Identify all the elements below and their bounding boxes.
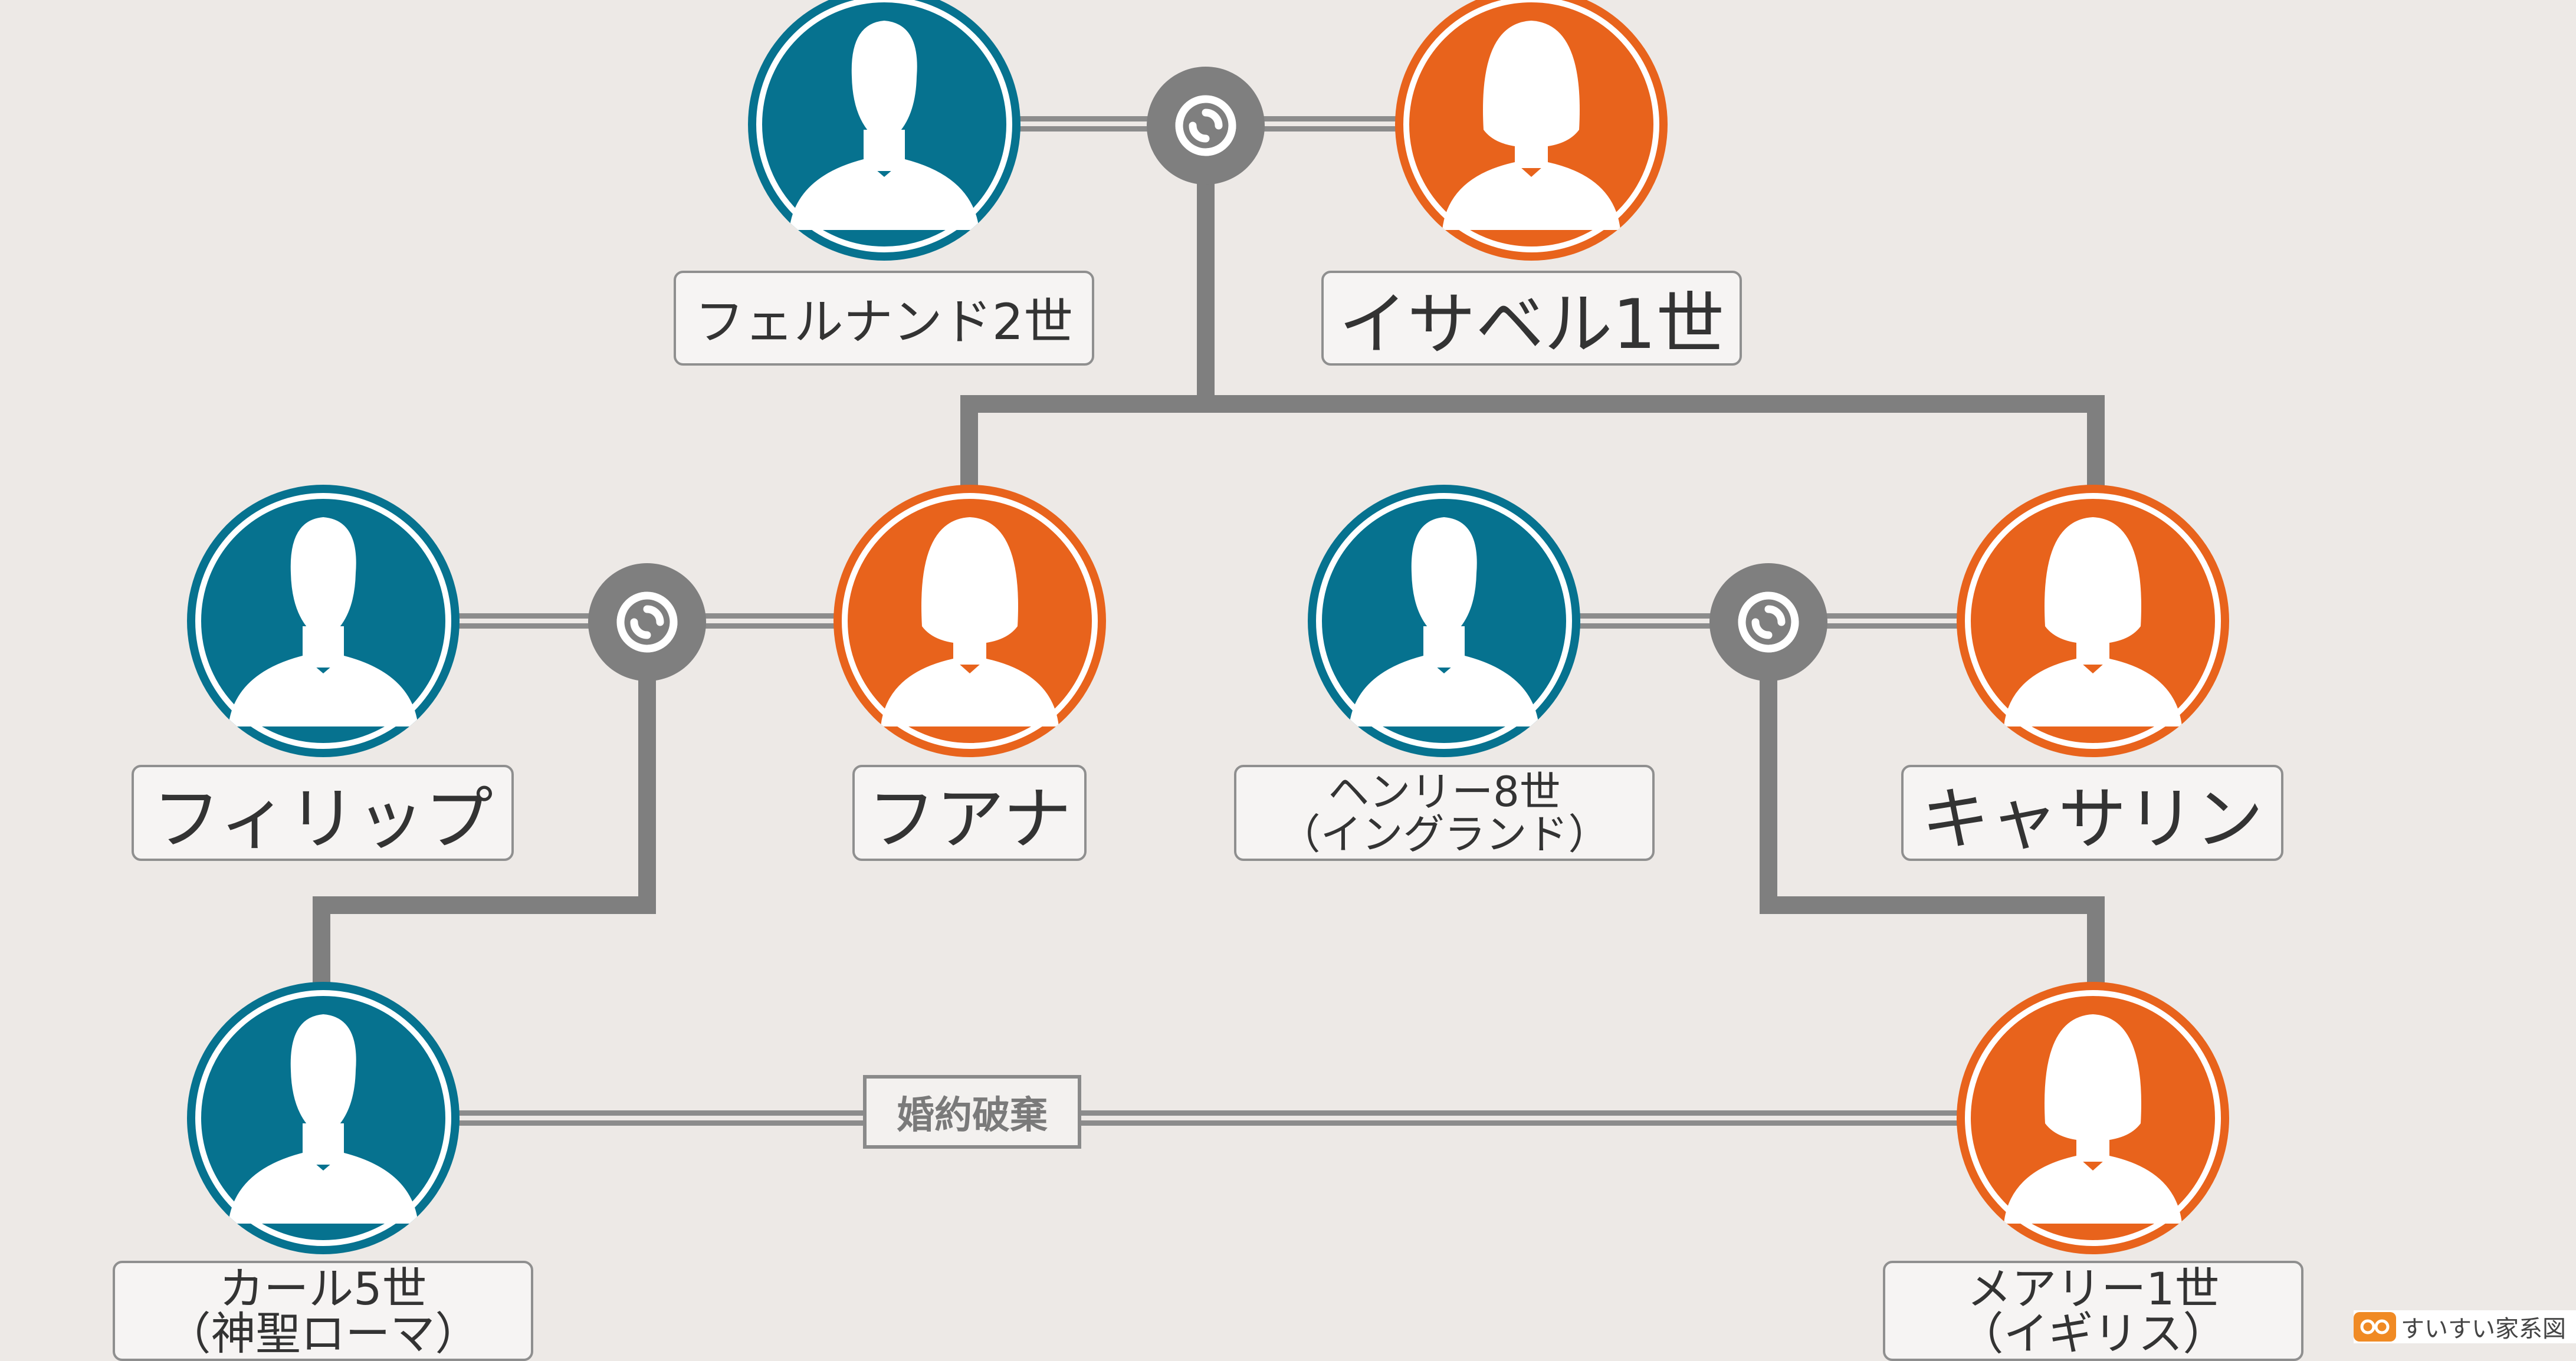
engagement-line <box>451 1110 1961 1126</box>
name-label-henry: ヘンリー8世 （イングランド） <box>1234 765 1655 861</box>
male-silhouette-icon <box>228 1014 418 1224</box>
engagement-broken-note: 婚約破棄 <box>863 1075 1081 1149</box>
tree-line <box>1760 896 2105 914</box>
name-label-carlos: カール5世 （神聖ローマ） <box>113 1261 533 1361</box>
female-silhouette-icon <box>881 517 1059 726</box>
marriage-knot-icon <box>1709 563 1827 681</box>
name-label-catherine: キャサリン <box>1901 765 2283 861</box>
tree-line <box>638 652 656 914</box>
avatar-carlos[interactable] <box>187 982 460 1254</box>
tree-line <box>960 395 978 495</box>
tree-line <box>1197 162 1215 407</box>
name-label-philip: フィリップ <box>132 765 514 861</box>
male-silhouette-icon <box>789 21 979 230</box>
avatar-mary[interactable] <box>1957 982 2229 1254</box>
female-silhouette-icon <box>2004 517 2182 726</box>
marriage-knot-icon <box>588 563 706 681</box>
tree-line <box>313 896 330 991</box>
name-label-isabel: イサベル1世 <box>1321 271 1742 366</box>
avatar-juana[interactable] <box>833 485 1106 757</box>
marriage-knot-icon <box>1147 67 1265 185</box>
male-silhouette-icon <box>1349 517 1539 726</box>
app-logo[interactable]: すいすい家系図 <box>2354 1310 2576 1343</box>
name-label-mary: メアリー1世 （イギリス） <box>1883 1261 2303 1361</box>
name-label-juana: フアナ <box>852 765 1087 861</box>
female-silhouette-icon <box>2004 1014 2182 1224</box>
name-label-ferdinand: フェルナンド2世 <box>674 271 1094 366</box>
female-silhouette-icon <box>1442 21 1620 230</box>
logo-text: すいすい家系図 <box>2401 1316 2566 1343</box>
tree-line <box>2087 896 2105 991</box>
tree-line <box>313 896 656 914</box>
tree-line <box>1760 652 1777 914</box>
avatar-isabel[interactable] <box>1395 0 1668 261</box>
male-silhouette-icon <box>228 517 418 726</box>
avatar-ferdinand[interactable] <box>748 0 1020 261</box>
logo-icon <box>2354 1312 2396 1342</box>
avatar-henry[interactable] <box>1308 485 1580 757</box>
tree-line <box>2087 395 2105 495</box>
tree-line <box>960 395 2105 413</box>
avatar-philip[interactable] <box>187 485 460 757</box>
avatar-catherine[interactable] <box>1957 485 2229 757</box>
